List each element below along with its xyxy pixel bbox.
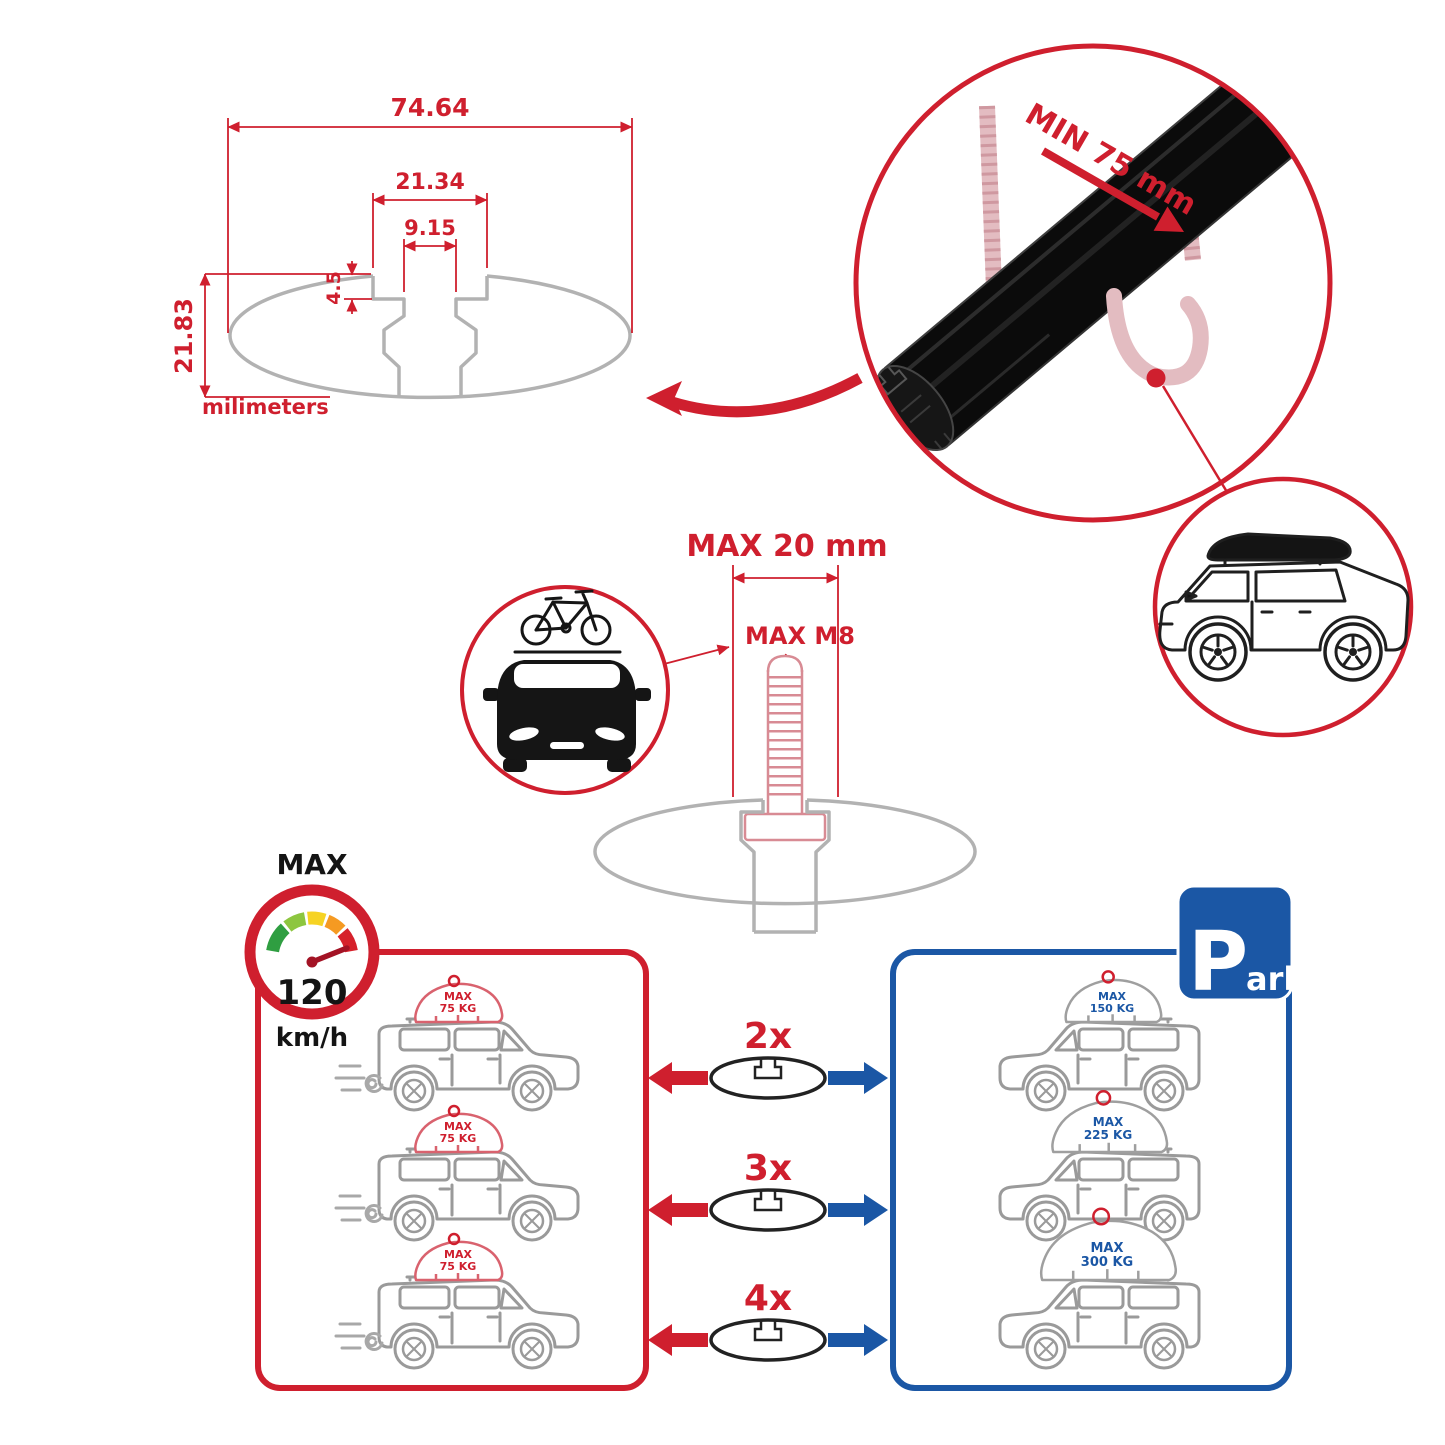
right-load-3a: MAX [1090, 1241, 1123, 1256]
multiplier-2: 3x [744, 1148, 792, 1189]
bolt-fit-diagram: MAX 20 mm MAX M8 [460, 529, 977, 934]
crossbar-profile-icon [709, 1188, 827, 1232]
red-arrow-left [648, 1062, 708, 1094]
car-front-icon [483, 660, 651, 772]
right-load-3b: 300 KG [1081, 1255, 1133, 1270]
multiplier-1: 2x [744, 1016, 792, 1057]
blue-arrow-right [828, 1062, 888, 1094]
blue-arrow-right [828, 1194, 888, 1226]
dim-channel-width: 21.34 [395, 170, 465, 195]
multiplier-3: 4x [744, 1278, 792, 1319]
max-thread-label: MAX M8 [745, 622, 855, 650]
bike-icon [513, 589, 622, 654]
profile-slot-right [454, 276, 489, 396]
speed-value: 120 [277, 973, 348, 1013]
right-load-2b: 225 KG [1084, 1128, 1132, 1142]
speedometer-needle [309, 945, 350, 965]
park-suffix: ark [1246, 960, 1305, 998]
speed-unit: km/h [276, 1023, 348, 1053]
park-letter: P [1188, 915, 1248, 1010]
profile-with-bolt [593, 798, 977, 934]
right-load-2a: MAX [1093, 1115, 1124, 1129]
profile-slot-left [371, 276, 406, 396]
crossbar-profile-icon [709, 1318, 827, 1362]
profile-dimension-diagram: 74.64 21.34 9.15 4.5 21.83 milimeters [170, 93, 633, 419]
blue-arrow-right [828, 1324, 888, 1356]
bolt-icon [743, 654, 827, 842]
dim-total-width: 74.64 [390, 93, 469, 122]
detail-pointer-arrow [646, 373, 863, 418]
dim-total-height: 21.83 [170, 298, 198, 374]
crossbar-profile-outline [228, 274, 632, 400]
detail-circle-ring [853, 43, 1333, 523]
park-sign: P ark [1176, 884, 1305, 1010]
crossbar-detail-circle: MIN 75 mm [853, 43, 1333, 523]
red-arrow-left [648, 1324, 708, 1356]
car-bike-circle [460, 585, 730, 795]
left-load-1b: 75 KG [440, 1002, 477, 1015]
red-arrow-left [648, 1194, 708, 1226]
left-load-2a: MAX [444, 1120, 472, 1133]
left-load-3a: MAX [444, 1248, 472, 1261]
load-comparison: P ark MAX 75 KG MAX 75 KG MAX 75 KG MAX … [255, 884, 1305, 1391]
left-load-3b: 75 KG [440, 1260, 477, 1273]
right-load-1b: 150 KG [1090, 1002, 1134, 1015]
suv-roofbox-icon [1158, 532, 1410, 682]
leader-to-suv-circle [1161, 385, 1229, 493]
roofbox-icon [1206, 532, 1352, 562]
t-nut-icon [743, 812, 827, 842]
speedometer-icon [244, 884, 380, 1020]
crossbar-profile-icon [709, 1056, 827, 1100]
dim-slot-width: 9.15 [404, 216, 456, 240]
units-label: milimeters [202, 395, 329, 419]
speed-max-label: MAX [276, 848, 348, 881]
right-load-1a: MAX [1098, 990, 1126, 1003]
speedometer-dial [266, 911, 358, 953]
speed-limit-badge: MAX 120 km/h [244, 848, 380, 1053]
clamp-point-dot [1146, 368, 1166, 388]
suv-roofbox-circle [1152, 476, 1414, 738]
max-bolt-length-label: MAX 20 mm [686, 529, 887, 564]
left-load-2b: 75 KG [440, 1132, 477, 1145]
dim-lip-depth: 4.5 [323, 271, 345, 305]
speedometer-pivot [306, 956, 318, 968]
clamp-hook-icon [1106, 288, 1209, 386]
left-load-1a: MAX [444, 990, 472, 1003]
